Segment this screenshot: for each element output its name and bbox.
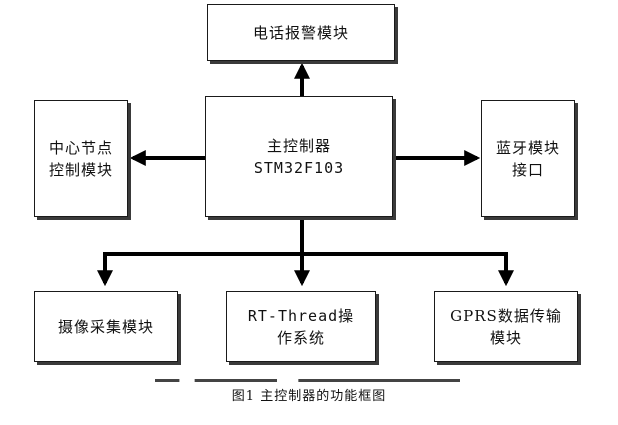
bluetooth-label-1: 蓝牙模块 (495, 138, 560, 157)
gprs-label-1: GPRS数据传输 (450, 306, 562, 325)
figure-caption: 图1 主控制器的功能框图 (231, 389, 387, 404)
main-controller-label: 主控制器 (266, 136, 331, 155)
rtthread-label-1: RT-Thread操 (247, 306, 355, 325)
rtthread-label-2: 作系统 (276, 328, 325, 347)
center-node-label-2: 控制模块 (48, 160, 113, 179)
main-controller-model: STM32F103 (253, 158, 345, 177)
gprs-box: GPRS数据传输 模块 (434, 291, 578, 362)
main-controller-box: 主控制器 STM32F103 (205, 96, 393, 217)
camera-module-label: 摄像采集模块 (57, 317, 154, 336)
overlapped-text-remnant (155, 373, 460, 383)
bluetooth-label-2: 接口 (511, 160, 544, 179)
gprs-label-2: 模块 (489, 328, 522, 347)
center-node-label-1: 中心节点 (48, 138, 113, 157)
rtthread-box: RT-Thread操 作系统 (226, 291, 376, 362)
bluetooth-box: 蓝牙模块 接口 (481, 100, 575, 217)
alarm-module-box: 电话报警模块 (207, 4, 395, 61)
center-node-box: 中心节点 控制模块 (34, 100, 128, 217)
camera-module-box: 摄像采集模块 (34, 291, 178, 362)
alarm-module-label: 电话报警模块 (252, 23, 349, 42)
